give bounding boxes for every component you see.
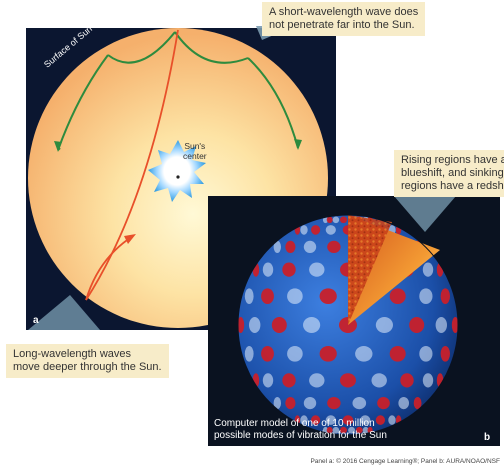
vibration-cell [303, 240, 317, 253]
vibration-cell [388, 415, 396, 425]
panel-b-caption: Computer model of one of 10 million poss… [214, 418, 387, 442]
vibration-cell [326, 216, 333, 224]
vibration-cell [249, 317, 261, 333]
vibration-cell [326, 426, 333, 434]
vibration-cell [327, 397, 341, 410]
vibration-cell [285, 240, 296, 253]
vibration-cell [262, 262, 274, 277]
vibration-cell [348, 426, 356, 434]
vibration-cell [375, 317, 393, 333]
short-wave-callout: A short-wavelength wave does not penetra… [262, 2, 426, 36]
long-wave-arrowhead [124, 234, 136, 244]
vibration-cell [352, 397, 367, 410]
panel-b-caption-line2: possible modes of vibration for the Sun [214, 430, 387, 441]
vibration-cell [325, 415, 336, 425]
vibration-cell [273, 397, 281, 410]
vibration-cell [377, 397, 390, 410]
long-wave-callout: Long-wavelength waves move deeper throug… [6, 344, 169, 378]
vibration-cell [300, 415, 308, 425]
vibration-cell [319, 288, 337, 305]
vibration-cell [355, 426, 363, 434]
vibration-cell [244, 288, 254, 305]
vibration-cell [332, 216, 340, 224]
long-wavelength-wave [85, 29, 179, 301]
vibration-cell [355, 346, 373, 362]
vibration-cell [389, 288, 406, 305]
vibration-cell [400, 373, 414, 388]
vibration-cell [309, 373, 325, 388]
vibration-cell [340, 373, 356, 388]
panel-b-pointer [394, 196, 456, 232]
vibration-cell [371, 373, 387, 388]
short-wave-callout-line2: not penetrate far into the Sun. [269, 19, 415, 31]
vibration-cell [287, 346, 303, 362]
vibration-cell [362, 426, 369, 434]
vibration-cell [340, 426, 347, 434]
center-label-line1: Sun's [184, 141, 206, 151]
vibration-cell [238, 317, 245, 333]
redshift-callout: Rising regions have a blueshift, and sin… [394, 150, 504, 197]
vibration-cell [262, 373, 274, 388]
vibration-cell [244, 346, 254, 362]
vibration-cell [342, 415, 354, 425]
sun-core [148, 140, 206, 202]
long-wave-pointer [28, 295, 100, 330]
vibration-cell [440, 346, 450, 362]
vibration-cell [409, 317, 425, 333]
redshift-callout-line3: regions have a redshift. [401, 180, 504, 192]
panel-b-letter: b [484, 432, 491, 443]
short-wave-arrowheads [54, 139, 302, 152]
vibration-cell [271, 317, 287, 333]
vibration-cell [261, 288, 274, 305]
redshift-callout-line1: Rising regions have a [401, 154, 504, 166]
vibration-cell [282, 373, 296, 388]
vibration-cell [287, 288, 303, 305]
image-credit: Panel a: © 2016 Cengage Learning®; Panel… [310, 458, 500, 465]
center-label: Sun's center [183, 141, 207, 161]
short-wave-callout-line1: A short-wavelength wave does [269, 6, 419, 18]
vibration-cell [309, 262, 325, 277]
vibration-cell [422, 373, 434, 388]
panel-a-letter: a [33, 315, 39, 326]
vibration-cell [398, 397, 410, 410]
vibration-cell [319, 346, 337, 362]
vibration-cell [300, 225, 308, 235]
vibration-cell [367, 426, 373, 434]
vibration-cell [311, 225, 321, 235]
vibration-cell [261, 346, 274, 362]
vibration-cell [340, 216, 347, 224]
vibration-cell [285, 397, 296, 410]
vibration-cell [325, 225, 336, 235]
center-label-line2: center [183, 151, 207, 161]
vibration-cell [311, 415, 321, 425]
redshift-callout-line2: blueshift, and sinking [401, 167, 504, 179]
vibration-cell [435, 317, 447, 333]
panel-b-caption-line1: Computer model of one of 10 million [214, 418, 375, 429]
vibration-cell [422, 262, 434, 277]
vibration-cell [322, 216, 329, 224]
long-wave-callout-line2: move deeper through the Sun. [13, 361, 162, 373]
vibration-cell [375, 415, 385, 425]
vibration-cell [273, 240, 281, 253]
vibration-cell [282, 262, 296, 277]
vibration-cell [360, 415, 371, 425]
vibration-cell [451, 317, 458, 333]
vibration-cell [332, 426, 340, 434]
vibration-cell [419, 346, 433, 362]
vibration-cell [303, 397, 317, 410]
vibration-cell [413, 397, 422, 410]
vibration-cell [322, 426, 329, 434]
short-wavelength-wave [57, 31, 299, 151]
vibration-cell [327, 240, 341, 253]
vibration-cell [389, 346, 406, 362]
vibration-cell [419, 288, 433, 305]
vibration-sphere [237, 214, 459, 436]
vibration-cell [303, 317, 321, 333]
long-wave-callout-line1: Long-wavelength waves [13, 348, 132, 360]
vibration-cell [440, 288, 450, 305]
